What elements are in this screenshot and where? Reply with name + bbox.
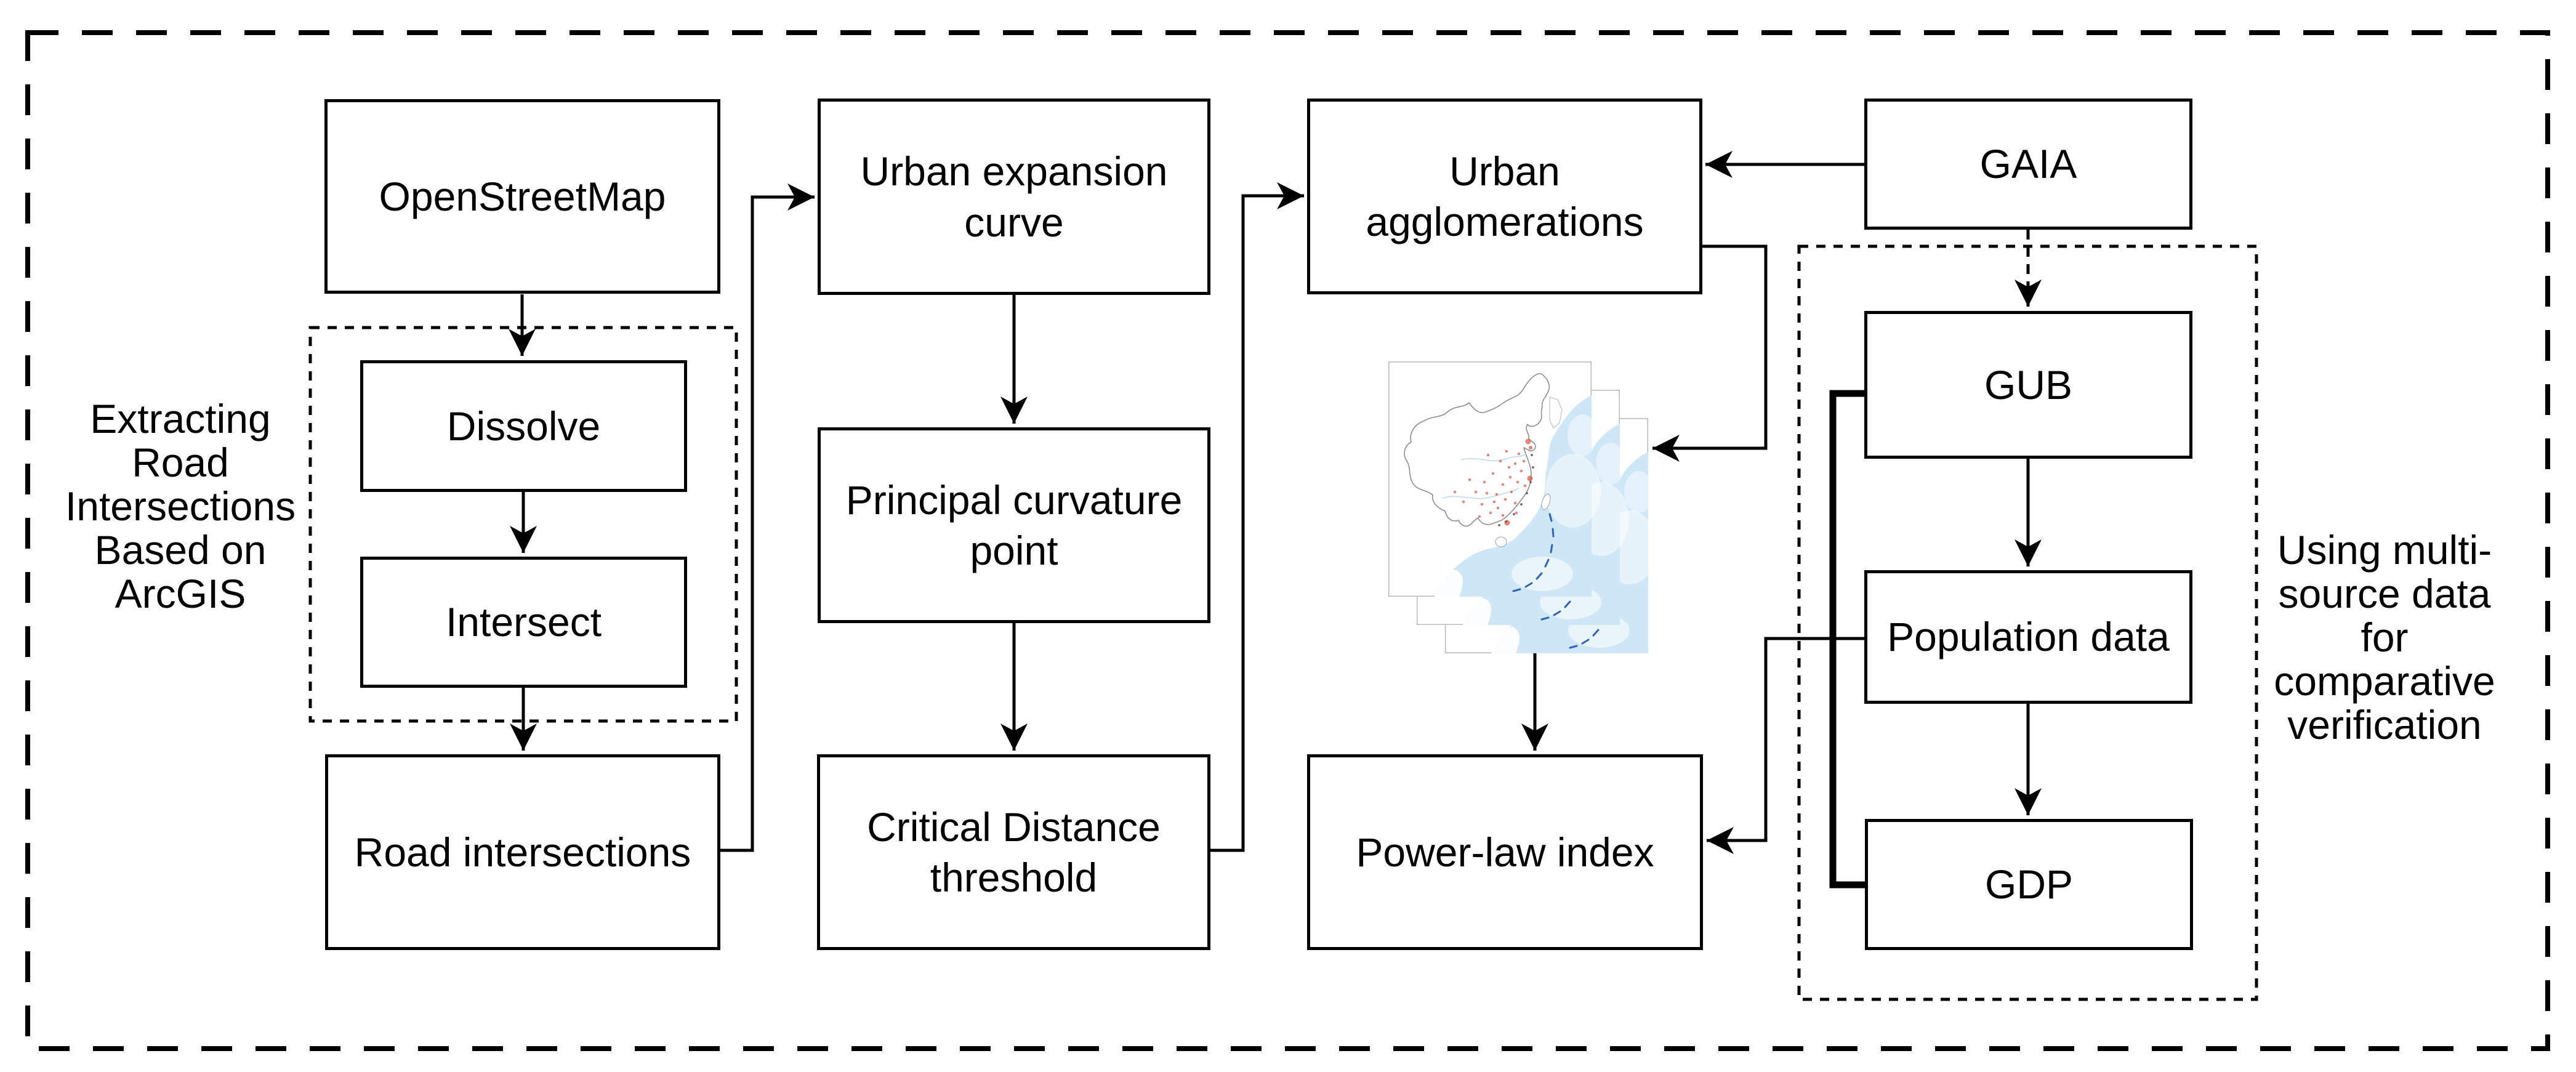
node-critical-distance-threshold: Critical Distance threshold	[817, 754, 1210, 950]
arrow-population-data-to-power-law-index	[1707, 637, 1864, 854]
node-power-law-index: Power-law index	[1307, 754, 1703, 950]
node-intersect: Intersect	[360, 557, 687, 688]
thick-link-gub-gdp	[1829, 390, 1865, 889]
node-road-intersections: Road intersections	[325, 754, 720, 950]
node-gdp: GDP	[1865, 819, 2193, 950]
node-gub: GUB	[1864, 311, 2192, 459]
group-label-multisource-verification: Using multi- source data for comparative…	[2274, 527, 2495, 748]
outer-dashed-border	[25, 30, 2550, 1051]
arrow-road-intersections-to-urban-expansion-curve	[720, 183, 815, 852]
node-urban-expansion-curve: Urban expansion curve	[818, 99, 1210, 295]
node-principal-curvature-point: Principal curvature point	[818, 427, 1210, 623]
node-urban-agglomerations: Urban agglomerations	[1307, 99, 1702, 294]
arrow-critical-distance-to-urban-agglomerations	[1210, 182, 1304, 852]
node-dissolve: Dissolve	[360, 360, 687, 492]
group-label-road-extraction: Extracting Road Intersections Based on A…	[65, 396, 296, 616]
china-map-panel-front	[1388, 361, 1602, 598]
china-maps-stack-image	[1388, 361, 1648, 653]
group-box-multisource-verification	[1797, 244, 2258, 1001]
node-population-data: Population data	[1864, 570, 2192, 704]
arrow-urban-agglomerations-to-maps	[1652, 244, 1768, 462]
node-openstreetmap: OpenStreetMap	[324, 99, 720, 294]
node-gaia: GAIA	[1864, 99, 2192, 230]
